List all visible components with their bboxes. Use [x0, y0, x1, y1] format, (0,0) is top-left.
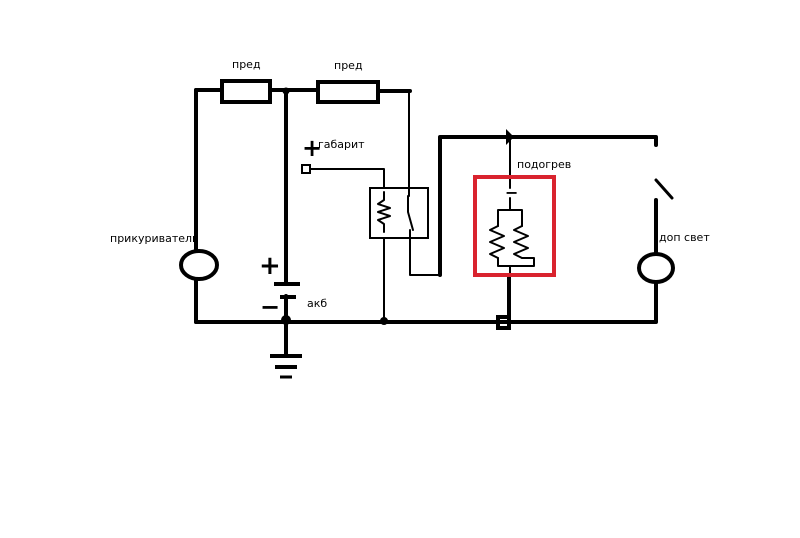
fuse-left	[220, 79, 272, 104]
top-supply-wire	[194, 88, 412, 93]
lighter-label: прикуриватель	[110, 232, 199, 245]
extra-light-lamp	[637, 252, 675, 284]
fuse-right	[316, 80, 380, 104]
extra-light-label: доп свет	[659, 231, 710, 244]
gabarit-wire	[309, 168, 385, 189]
node-top-battery	[282, 87, 290, 95]
battery-plus-sign: +	[259, 251, 281, 281]
battery-minus-sign: −	[260, 293, 280, 321]
relay-coil	[377, 191, 391, 233]
relay	[369, 187, 429, 321]
gabarit-label: габарит	[318, 138, 365, 151]
heater-minus-sign: −	[505, 183, 518, 202]
node-bottom-heater	[496, 315, 511, 330]
battery-label: акб	[307, 297, 327, 310]
heater-label: подогрев	[517, 158, 571, 171]
heater-elements	[489, 197, 535, 277]
fuse-right-label: пред	[334, 59, 363, 72]
relay-output-wire	[409, 229, 441, 276]
extra-light-switch	[654, 178, 674, 200]
node-bottom-battery	[281, 315, 291, 325]
heater-coil-left	[489, 225, 505, 259]
gabarit-terminal	[301, 164, 311, 174]
ground-symbol	[270, 318, 302, 379]
fuse-left-label: пред	[232, 58, 261, 71]
relay-contact	[407, 195, 414, 231]
right-loop-wire	[438, 135, 658, 324]
cigarette-lighter-lamp	[179, 249, 219, 281]
gabarit-plus-sign: +	[302, 134, 322, 162]
heater-coil-right	[513, 225, 529, 259]
heater-highlight-box	[473, 175, 556, 277]
